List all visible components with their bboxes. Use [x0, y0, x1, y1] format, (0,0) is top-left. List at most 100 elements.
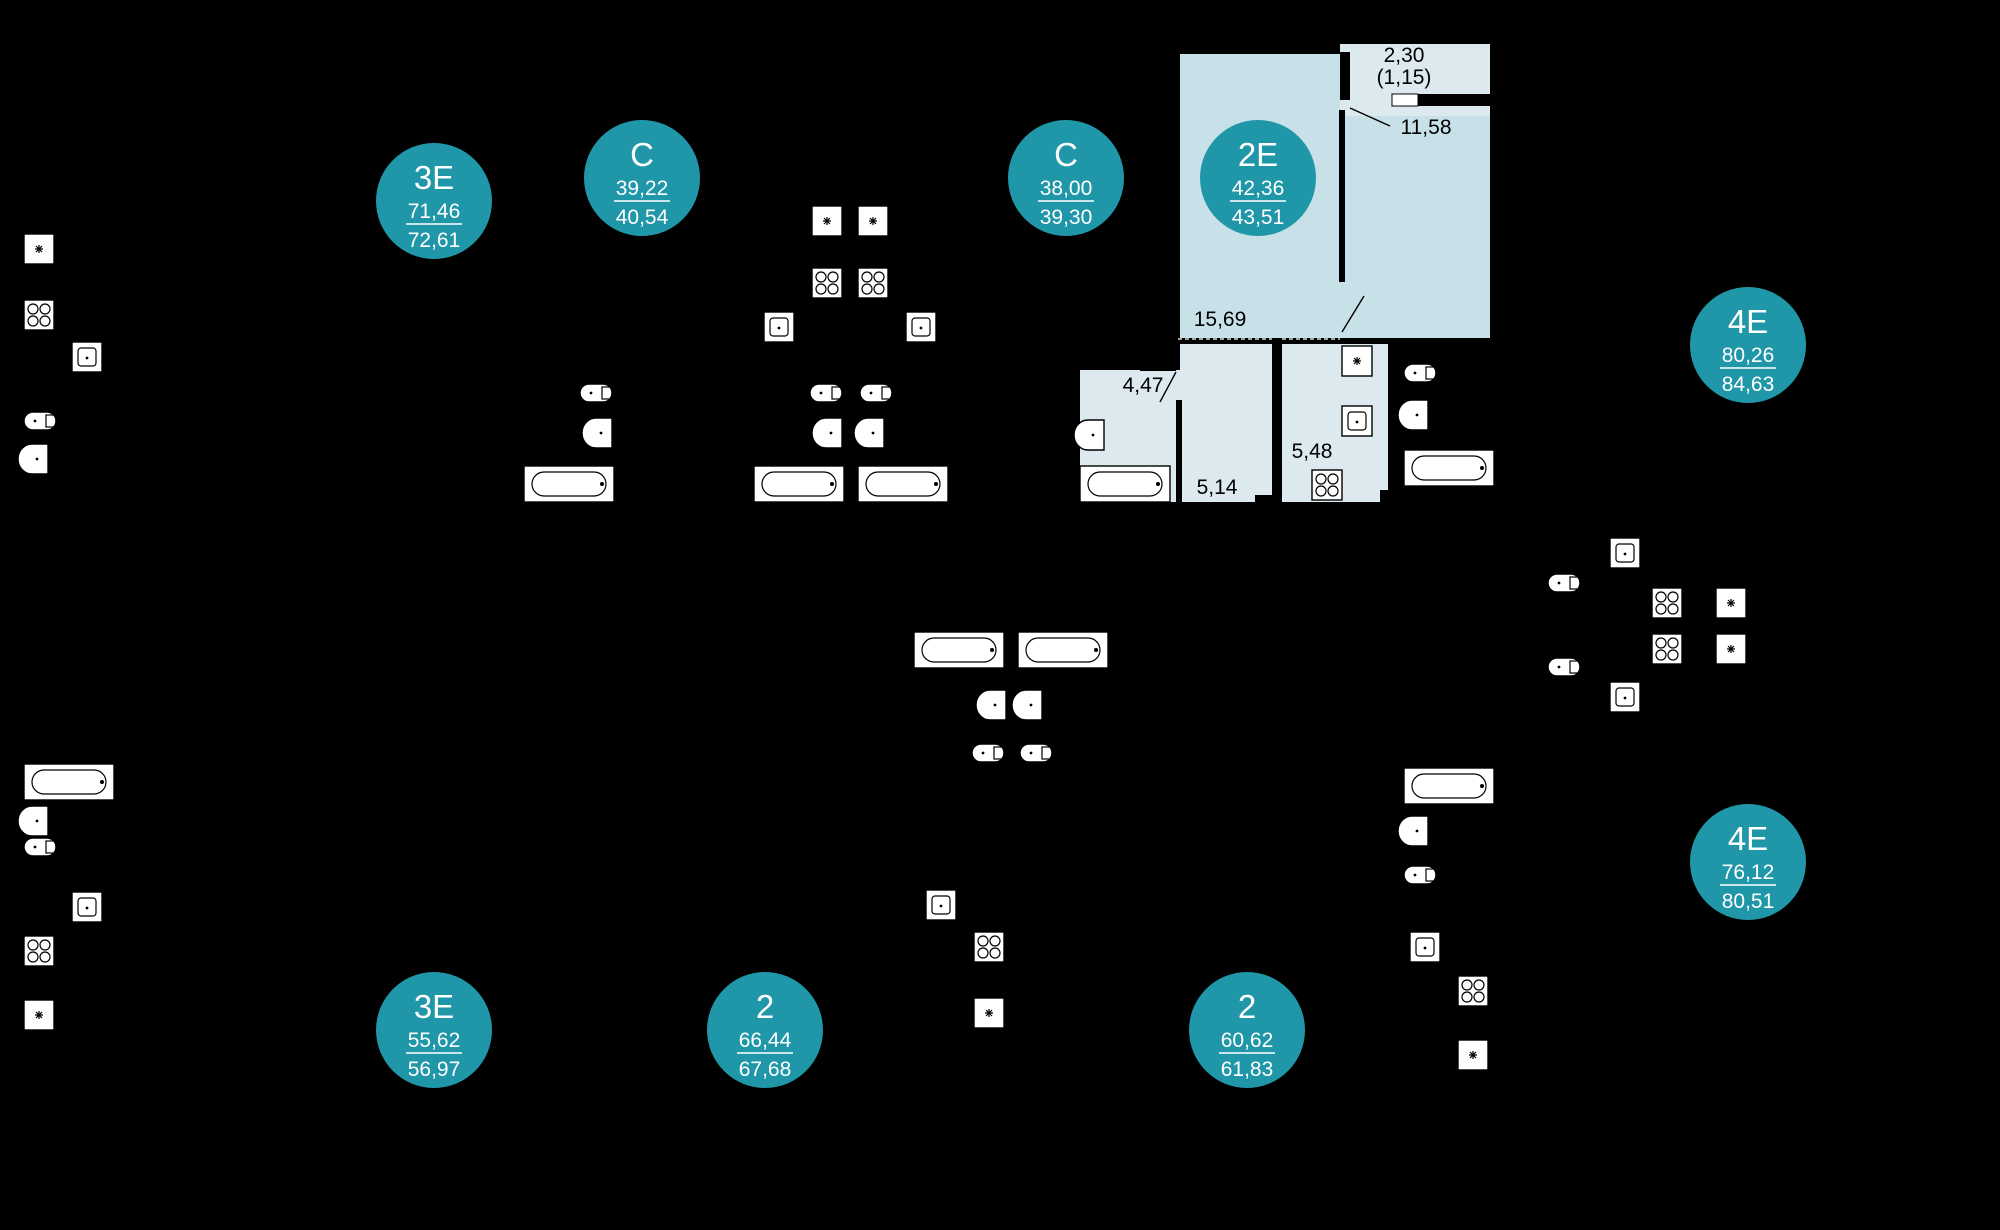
vent-shaft-icon — [811, 205, 843, 237]
toilet-icon — [809, 383, 843, 403]
toilet-icon — [1403, 363, 1437, 383]
unit-area-total: 61,83 — [1221, 1058, 1274, 1081]
washbasin-icon — [811, 417, 843, 449]
unit-area-total: 72,61 — [408, 229, 461, 252]
stove-icon — [857, 267, 889, 299]
unit-type-label: C — [630, 136, 654, 173]
unit-area-total: 84,63 — [1722, 373, 1775, 396]
washbasin-icon — [17, 805, 49, 837]
stove-icon — [1311, 469, 1343, 501]
unit-badge-u-3e-top[interactable]: 3E 71,46 72,61 — [376, 143, 492, 259]
toilet-icon — [1403, 865, 1437, 885]
hallway-area-label: 5,14 — [1197, 476, 1238, 499]
washbasin-icon — [17, 443, 49, 475]
unit-type-label: 4E — [1728, 820, 1768, 857]
sink-icon — [1609, 681, 1641, 713]
unit-badge-circle — [707, 972, 823, 1088]
bathtub-icon — [857, 465, 949, 503]
toilet-icon — [1547, 657, 1581, 677]
unit-badge-u-c-2[interactable]: C 38,00 39,30 — [1008, 120, 1124, 236]
stove-icon — [23, 935, 55, 967]
sink-icon — [1409, 931, 1441, 963]
toilet-icon — [579, 383, 613, 403]
bathtub-icon — [1403, 449, 1495, 487]
unit-area-living: 38,00 — [1040, 177, 1093, 200]
unit-badge-u-4e-bottom[interactable]: 4E 76,12 80,51 — [1690, 804, 1806, 920]
wall — [1380, 490, 1392, 502]
vent-shaft-icon — [1715, 587, 1747, 619]
balcony-area-reduced-label: (1,15) — [1377, 66, 1432, 89]
unit-badge-u-2-left[interactable]: 2 66,44 67,68 — [707, 972, 823, 1088]
unit-type-label: 2 — [756, 988, 774, 1025]
vent-shaft-icon — [23, 999, 55, 1031]
unit-area-living: 55,62 — [408, 1029, 461, 1052]
washbasin-icon — [581, 417, 613, 449]
stove-icon — [1651, 633, 1683, 665]
unit-badge-u-c-1[interactable]: C 39,22 40,54 — [584, 120, 700, 236]
toilet-icon — [1547, 573, 1581, 593]
unit-area-total: 80,51 — [1722, 890, 1775, 913]
unit-area-total: 56,97 — [408, 1058, 461, 1081]
unit-badge-u-3e-bottom[interactable]: 3E 55,62 56,97 — [376, 972, 492, 1088]
unit-type-label: 2 — [1238, 988, 1256, 1025]
wall — [1178, 338, 1418, 344]
stove-icon — [23, 299, 55, 331]
unit-area-living: 42,36 — [1232, 177, 1285, 200]
unit-area-living: 66,44 — [739, 1029, 792, 1052]
vent-shaft-icon — [1457, 1039, 1489, 1071]
bathtub-icon — [1403, 767, 1495, 805]
unit-area-total: 40,54 — [616, 206, 669, 229]
unit-area-total: 67,68 — [739, 1058, 792, 1081]
unit-badges: 3E 71,46 72,61 C 39,22 40,54 C 38,00 39,30 2E 42,3… — [376, 120, 1806, 1088]
washbasin-icon — [1397, 399, 1429, 431]
unit-area-living: 60,62 — [1221, 1029, 1274, 1052]
unit-badge-u-2-right[interactable]: 2 60,62 61,83 — [1189, 972, 1305, 1088]
unit-area-total: 39,30 — [1040, 206, 1093, 229]
wall — [1255, 495, 1277, 505]
vent-shaft-icon — [1341, 345, 1373, 377]
washbasin-icon — [1011, 689, 1043, 721]
sink-icon — [1341, 405, 1373, 437]
bathtub-icon — [523, 465, 615, 503]
living-area-label: 15,69 — [1194, 308, 1247, 331]
vent-shaft-icon — [1715, 633, 1747, 665]
bathtub-icon — [753, 465, 845, 503]
bathtub-icon — [1017, 631, 1109, 669]
washbasin-icon — [975, 689, 1007, 721]
stove-icon — [1651, 587, 1683, 619]
washbasin-icon — [1397, 815, 1429, 847]
unit-area-living: 39,22 — [616, 177, 669, 200]
unit-area-total: 43,51 — [1232, 206, 1285, 229]
wall — [1339, 110, 1345, 282]
door-swing — [1349, 107, 1391, 127]
door-swing — [1159, 371, 1177, 403]
sink-icon — [71, 341, 103, 373]
toilet-icon — [23, 411, 57, 431]
sink-icon — [905, 311, 937, 343]
wall — [1176, 400, 1182, 502]
balcony-area-label: 2,30 — [1384, 44, 1425, 67]
unit-area-living: 76,12 — [1722, 861, 1775, 884]
vent-shaft-icon — [857, 205, 889, 237]
washbasin-icon — [853, 417, 885, 449]
unit-badge-circle — [1008, 120, 1124, 236]
unit-badge-u-2e[interactable]: 2E 42,36 43,51 — [1200, 120, 1316, 236]
unit-type-label: 3E — [414, 159, 454, 196]
unit-type-label: 2E — [1238, 136, 1278, 173]
unit-badge-circle — [584, 120, 700, 236]
stove-icon — [1457, 975, 1489, 1007]
toilet-icon — [23, 837, 57, 857]
unit-area-living: 71,46 — [408, 200, 461, 223]
unit-type-label: C — [1054, 136, 1078, 173]
wall — [1272, 342, 1278, 502]
unit-badge-circle — [376, 143, 492, 259]
stove-icon — [811, 267, 843, 299]
sink-icon — [763, 311, 795, 343]
bathtub-icon — [913, 631, 1005, 669]
unit-badge-circle — [376, 972, 492, 1088]
unit-type-label: 3E — [414, 988, 454, 1025]
toilet-icon — [1019, 743, 1053, 763]
